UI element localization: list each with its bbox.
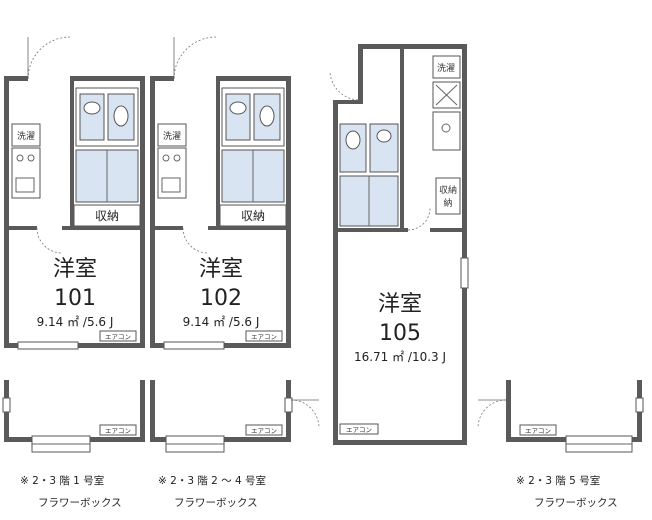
storage-label: 収納 [439,184,457,196]
room-102-number: 102 [200,286,242,311]
aircon-label: エアコン [251,333,277,341]
aircon-label: エアコン [105,427,131,435]
note-1-line1: ※ 2・3 階 1 号室 [20,474,104,487]
washer-label: 洗濯 [17,130,35,142]
washer-label: 洗濯 [163,130,181,142]
room-105-number: 105 [379,321,421,346]
note-2-line1: ※ 2・3 階 2 〜 4 号室 [158,474,266,487]
room-101-area: 9.14 ㎡ /5.6 J [37,315,114,329]
room-105-name: 洋室 [378,292,422,317]
note-3-line2: フラワーボックス [534,497,618,509]
aircon-label: エアコン [346,426,372,434]
unit-102: 収納 洗濯 洋室 102 9.14 ㎡ /5.6 J エアコン [150,36,291,350]
aircon-label: エアコン [525,427,551,435]
flowerbox-plan-1: エアコン [2,380,145,453]
flowerbox-plan-3: エアコン [477,380,644,453]
note-2-line2: フラワーボックス [174,497,258,509]
storage-label: 収納 [241,209,265,223]
flowerbox-plan-2: エアコン [150,380,320,453]
note-1-line2: フラワーボックス [38,497,122,509]
note-3-line1: ※ 2・3 階 5 号室 [516,474,600,487]
storage-label: 収納 [95,209,119,223]
washer-label: 洗濯 [437,62,455,74]
aircon-label: エアコン [105,333,131,341]
room-101-number: 101 [54,286,96,311]
room-102-area: 9.14 ㎡ /5.6 J [183,315,260,329]
unit-105: 洗濯 収納 納 洋室 105 16.71 ㎡ /10.3 J エアコン [329,44,469,445]
room-101-name: 洋室 [53,257,97,282]
aircon-label: エアコン [251,427,277,435]
svg-text:納: 納 [443,197,452,209]
unit-101: 収納 洗濯 洋室 101 9.14 ㎡ /5.6 J エアコン [4,36,145,350]
room-102-name: 洋室 [199,257,243,282]
room-105-area: 16.71 ㎡ /10.3 J [354,350,446,364]
